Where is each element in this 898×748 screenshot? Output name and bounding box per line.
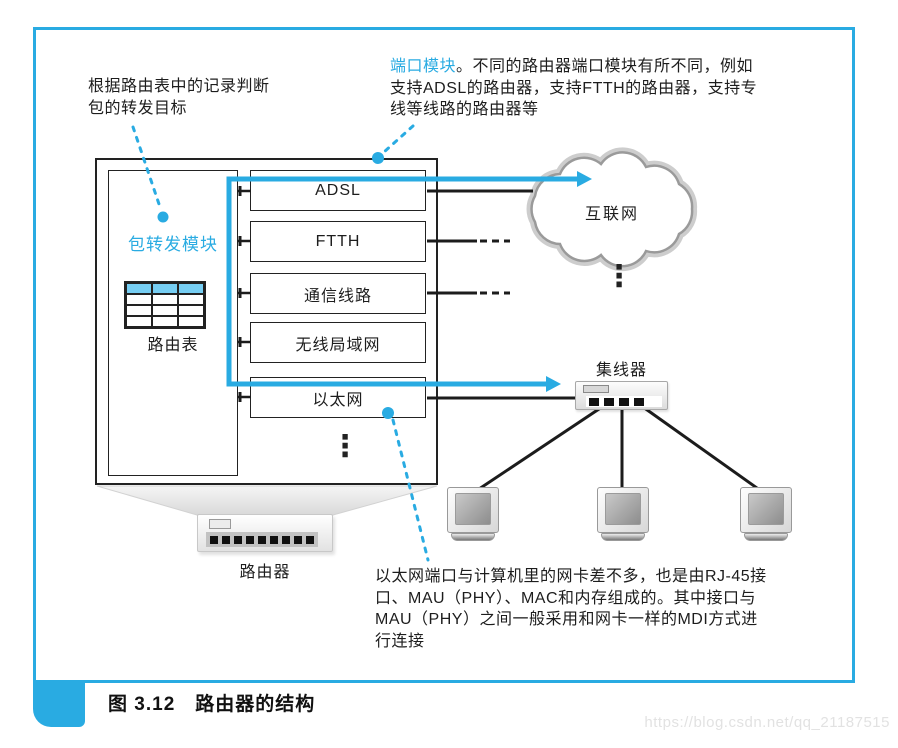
internet-lines-ellipsis: ⋮ bbox=[604, 260, 634, 293]
computer-base bbox=[451, 533, 495, 541]
internet-label: 互联网 bbox=[584, 206, 639, 223]
hub-port bbox=[634, 397, 644, 406]
computer-icon bbox=[447, 487, 499, 547]
routing-note: 根据路由表中的记录判断 包的转发目标 bbox=[88, 76, 270, 119]
router-device-port-strip bbox=[206, 532, 318, 547]
router-device-chip bbox=[209, 519, 231, 529]
port-module-ethernet: 以太网 bbox=[250, 377, 426, 418]
routing-table-cell bbox=[152, 294, 178, 305]
routing-table-cell bbox=[152, 305, 178, 316]
routing-table-cell bbox=[178, 316, 204, 327]
routing-table-cell bbox=[178, 283, 204, 294]
routing-note-line2: 包的转发目标 bbox=[88, 99, 188, 117]
hub-port bbox=[619, 397, 629, 406]
device-port bbox=[306, 535, 314, 544]
port-module-note-line1-rest: 。不同的路由器端口模块有所不同，例如 bbox=[456, 58, 754, 75]
port-module-commline: 通信线路 bbox=[250, 273, 426, 314]
computer-base bbox=[601, 533, 645, 541]
port-module-note: 端口模块。不同的路由器端口模块有所不同，例如 支持ADSL的路由器，支持FTTH… bbox=[390, 56, 810, 121]
computer-body bbox=[447, 487, 499, 533]
port-module-wlan: 无线局域网 bbox=[250, 322, 426, 363]
port-module-note-line1: 端口模块。不同的路由器端口模块有所不同，例如 bbox=[390, 56, 810, 78]
watermark: https://blog.csdn.net/qq_21187515 bbox=[644, 714, 890, 731]
computer-icon bbox=[740, 487, 792, 547]
computer-body bbox=[740, 487, 792, 533]
caption-tab bbox=[33, 683, 85, 727]
routing-note-line1: 根据路由表中的记录判断 bbox=[88, 78, 270, 95]
router-ports-ellipsis: ⋮ bbox=[330, 430, 360, 463]
port-module-ftth: FTTH bbox=[250, 221, 426, 262]
routing-table-cell bbox=[152, 316, 178, 327]
computer-screen bbox=[455, 493, 491, 525]
hub-chip bbox=[583, 385, 609, 393]
routing-table-cell bbox=[126, 316, 152, 327]
device-port bbox=[270, 535, 278, 544]
device-port bbox=[294, 535, 302, 544]
routing-table-cell bbox=[126, 294, 152, 305]
ethernet-note: 以太网端口与计算机里的网卡差不多，也是由RJ-45接 口、MAU（PHY）、MA… bbox=[375, 566, 825, 652]
routing-table-cell bbox=[178, 305, 204, 316]
device-port bbox=[246, 535, 254, 544]
hub-label: 集线器 bbox=[595, 362, 647, 379]
forwarding-module-label: 包转发模块 bbox=[128, 235, 218, 254]
port-module-adsl: ADSL bbox=[250, 170, 426, 211]
device-port bbox=[258, 535, 266, 544]
computer-body bbox=[597, 487, 649, 533]
port-module-note-highlight: 端口模块 bbox=[390, 58, 457, 75]
hub-port-strip bbox=[586, 396, 662, 407]
routing-table-cell bbox=[126, 283, 152, 294]
computer-base bbox=[744, 533, 788, 541]
hub-port bbox=[604, 397, 614, 406]
routing-table-graphic bbox=[124, 281, 206, 329]
computer-screen bbox=[605, 493, 641, 525]
routing-table-cell bbox=[126, 305, 152, 316]
routing-table-label: 路由表 bbox=[147, 337, 199, 354]
routing-table-cell bbox=[178, 294, 204, 305]
ethernet-note-line4: 行连接 bbox=[375, 632, 425, 650]
device-port bbox=[210, 535, 218, 544]
port-module-note-line2: 支持ADSL的路由器，支持FTTH的路由器，支持专 bbox=[390, 79, 758, 97]
ethernet-note-line2: 口、MAU（PHY）、MAC和内存组成的。其中接口与 bbox=[375, 589, 757, 607]
port-module-note-line3: 线等线路的路由器等 bbox=[390, 101, 539, 118]
computer-icon bbox=[597, 487, 649, 547]
router-device-icon bbox=[197, 514, 333, 552]
device-port bbox=[282, 535, 290, 544]
hub-icon bbox=[575, 381, 668, 410]
ethernet-note-line3: MAU（PHY）之间一般采用和网卡一样的MDI方式进 bbox=[375, 611, 758, 628]
hub-port bbox=[589, 397, 599, 406]
device-port bbox=[234, 535, 242, 544]
figure-caption: 图 3.12 路由器的结构 bbox=[108, 694, 316, 715]
ethernet-note-line1: 以太网端口与计算机里的网卡差不多，也是由RJ-45接 bbox=[375, 568, 767, 585]
router-device-label: 路由器 bbox=[239, 564, 291, 581]
device-port bbox=[222, 535, 230, 544]
routing-table-cell bbox=[152, 283, 178, 294]
computer-screen bbox=[748, 493, 784, 525]
